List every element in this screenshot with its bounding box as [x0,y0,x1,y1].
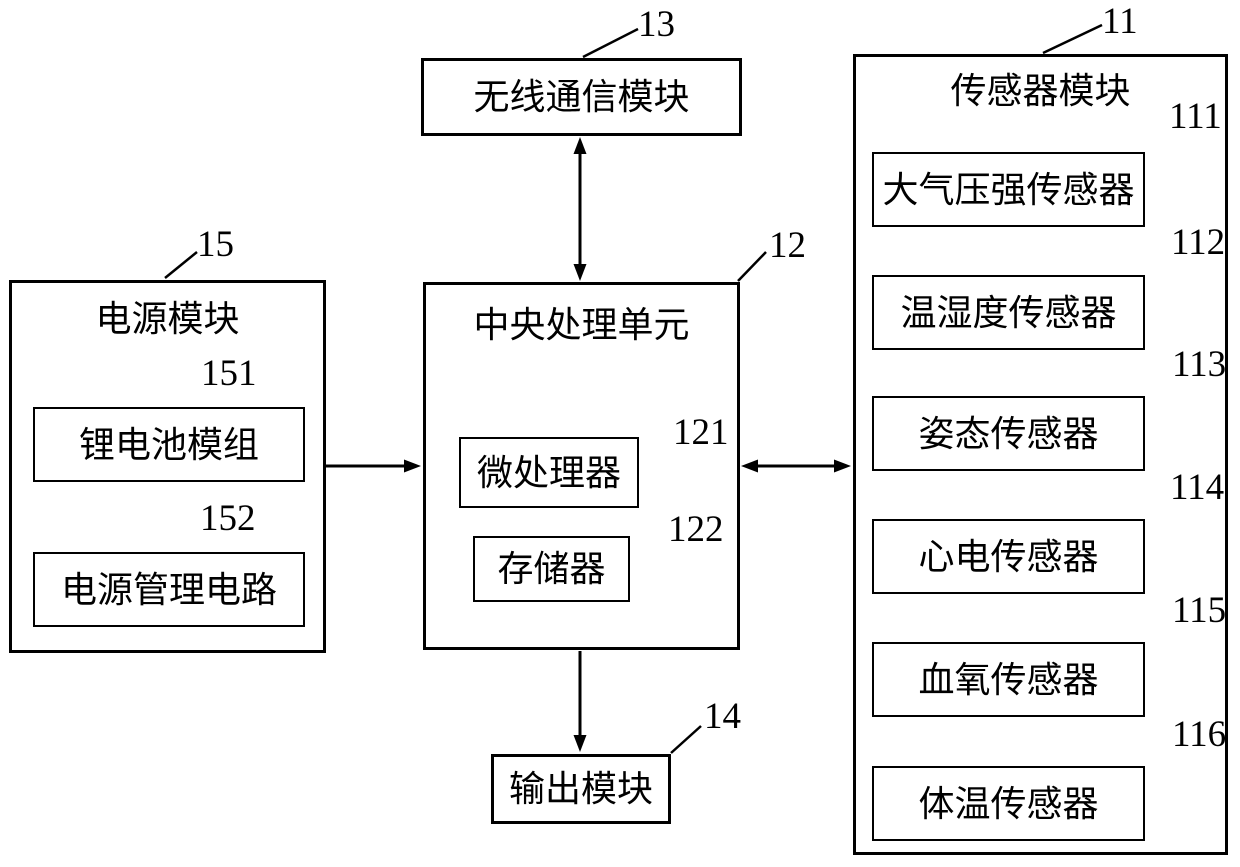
leader-12 [737,251,767,282]
attitude-sensor-label: 姿态传感器 [918,413,1099,454]
blood-oxygen-sensor-label: 血氧传感器 [918,659,1099,700]
ref-label-13: 13 [638,4,675,45]
wireless-module-label: 无线通信模块 [473,77,690,117]
blood-oxygen-sensor-box: 血氧传感器 [872,642,1145,717]
ref-label-11: 11 [1102,1,1138,42]
ecg-sensor-box: 心电传感器 [872,519,1145,594]
wireless-module-box: 无线通信模块 [421,58,742,136]
arrow-power-cpu [326,459,421,473]
arrow-wireless-cpu [573,137,587,281]
body-temp-sensor-box: 体温传感器 [872,766,1145,841]
temp-humidity-sensor-box: 温湿度传感器 [872,275,1145,350]
ref-label-15: 15 [197,224,234,265]
ref-label-113: 113 [1172,344,1227,385]
ref-label-121: 121 [673,412,729,453]
leader-15 [164,251,198,279]
ref-label-116: 116 [1172,714,1227,755]
ref-label-115: 115 [1172,590,1227,631]
battery-module-box: 锂电池模组 [33,407,305,482]
ref-label-112: 112 [1171,222,1226,263]
power-management-label: 电源管理电路 [60,569,277,610]
arrow-cpu-output [573,651,587,752]
ref-label-151: 151 [201,353,257,394]
temp-humidity-sensor-label: 温湿度传感器 [900,292,1117,333]
battery-module-label: 锂电池模组 [78,424,259,465]
ref-label-152: 152 [200,498,256,539]
ecg-sensor-label: 心电传感器 [918,536,1099,577]
microprocessor-box: 微处理器 [459,437,639,508]
power-module-label: 电源模块 [95,299,240,339]
microprocessor-label: 微处理器 [476,452,621,493]
ref-label-111: 111 [1169,96,1222,137]
memory-label: 存储器 [497,549,606,589]
pressure-sensor-label: 大气压强传感器 [882,169,1135,210]
ref-label-12: 12 [769,225,806,266]
pressure-sensor-box: 大气压强传感器 [872,152,1145,227]
power-management-box: 电源管理电路 [33,552,305,627]
body-temp-sensor-label: 体温传感器 [918,783,1099,824]
arrow-cpu-sensor [741,459,851,473]
attitude-sensor-box: 姿态传感器 [872,396,1145,471]
output-module-label: 输出模块 [508,769,653,809]
ref-label-122: 122 [668,509,724,550]
leader-11 [1042,23,1103,55]
cpu-module-label: 中央处理单元 [473,305,690,345]
ref-label-14: 14 [704,696,741,737]
leader-13 [582,27,639,59]
sensor-module-label: 传感器模块 [950,71,1131,111]
leader-14 [670,725,702,754]
memory-box: 存储器 [473,536,630,602]
ref-label-114: 114 [1170,467,1225,508]
output-module-box: 输出模块 [491,754,671,824]
